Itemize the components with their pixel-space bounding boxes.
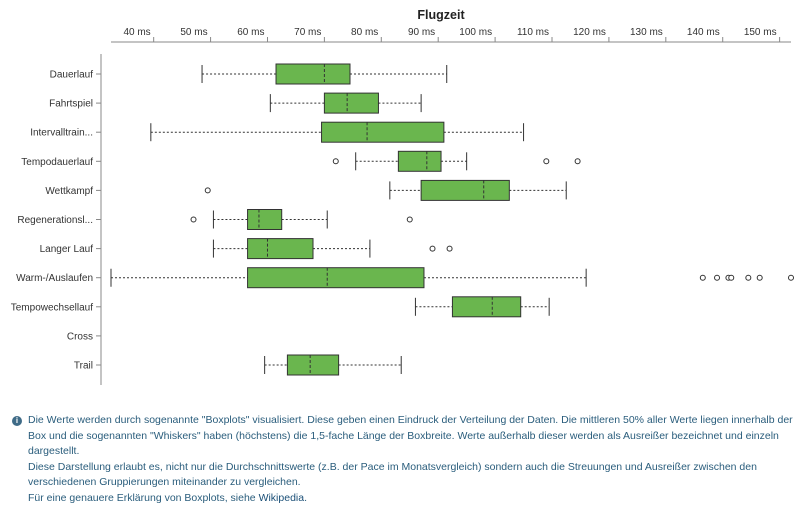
box [247, 209, 283, 230]
y-category-label: Wettkampf [45, 186, 93, 197]
box [323, 92, 379, 114]
box [420, 179, 510, 201]
boxplot-3 [150, 121, 525, 143]
y-category-label: Fahrtspiel [49, 99, 93, 110]
info-paragraph-3-suffix: . [304, 491, 308, 504]
boxplot-6 [190, 209, 413, 230]
x-tick-label: 110 ms [517, 27, 549, 38]
x-tick-label: 120 ms [573, 27, 606, 38]
y-category-label: Trail [74, 361, 93, 372]
plot-area [110, 63, 794, 376]
x-tick-label: 100 ms [459, 27, 492, 38]
outlier-point [574, 158, 581, 165]
boxplot-2 [269, 92, 422, 114]
y-category-label: Warm-/Auslaufen [16, 273, 93, 284]
boxplot-7 [212, 238, 453, 260]
outlier-point [332, 158, 339, 165]
x-tick-label: 80 ms [351, 27, 378, 38]
box [321, 121, 445, 143]
outlier-point [699, 274, 706, 281]
info-paragraph-1: Die Werte werden durch sogenannte "Boxpl… [28, 414, 793, 458]
outlier-point [714, 274, 721, 281]
box [451, 296, 522, 318]
box [247, 238, 314, 260]
outlier-point [446, 245, 453, 252]
boxplot-9 [414, 296, 550, 318]
boxplot-5 [204, 179, 567, 201]
box [286, 354, 340, 376]
box [247, 267, 425, 289]
info-paragraph-3: Für eine genauere Erklärung von Boxplots… [12, 491, 802, 507]
box [275, 63, 351, 85]
boxplot-chart: Flugzeit 40 ms 50 ms 60 ms 70 ms 80 ms 90 ms 1… [11, 8, 794, 385]
y-category-label: Tempodauerlauf [21, 157, 93, 168]
outlier-point [543, 158, 550, 165]
x-tick-label: 130 ms [630, 27, 663, 38]
outlier-point [788, 274, 794, 281]
x-axis: 40 ms 50 ms 60 ms 70 ms 80 ms 90 ms 100 ms 110 … [111, 27, 791, 43]
info-icon: i [12, 416, 22, 426]
y-category-label: Regenerationsl... [17, 215, 93, 226]
boxplot-1 [201, 63, 448, 85]
x-tick-label: 150 ms [744, 27, 777, 38]
outlier-point [429, 245, 436, 252]
x-tick-label: 70 ms [294, 27, 321, 38]
outlier-point [406, 216, 413, 223]
y-category-label: Cross [67, 331, 93, 342]
box [397, 150, 442, 172]
y-category-label: Intervalltrain... [30, 128, 93, 139]
chart-title: Flugzeit [417, 8, 465, 22]
y-category-label: Langer Lauf [40, 244, 94, 255]
info-text: i Die Werte werden durch sogenannte "Box… [12, 413, 802, 507]
outlier-point [728, 274, 735, 281]
x-tick-label: 50 ms [180, 27, 207, 38]
x-tick-label: 90 ms [408, 27, 435, 38]
wikipedia-link[interactable]: Wikipedia [258, 491, 305, 504]
outlier-point [204, 187, 211, 194]
info-paragraph-3-prefix: Für eine genauere Erklärung von Boxplots… [28, 491, 259, 504]
info-paragraph-2: Diese Darstellung erlaubt es, nicht nur … [28, 460, 757, 489]
outlier-point [756, 274, 763, 281]
boxplot-4 [332, 150, 581, 172]
y-category-label: Dauerlauf [50, 70, 94, 81]
x-tick-label: 40 ms [123, 27, 150, 38]
x-tick-label: 60 ms [237, 27, 264, 38]
boxplot-11 [264, 354, 402, 376]
outlier-point [745, 274, 752, 281]
x-tick-label: 140 ms [687, 27, 720, 38]
y-category-label: Tempowechsellauf [11, 302, 93, 313]
outlier-point [190, 216, 197, 223]
boxplot-8 [110, 267, 794, 289]
